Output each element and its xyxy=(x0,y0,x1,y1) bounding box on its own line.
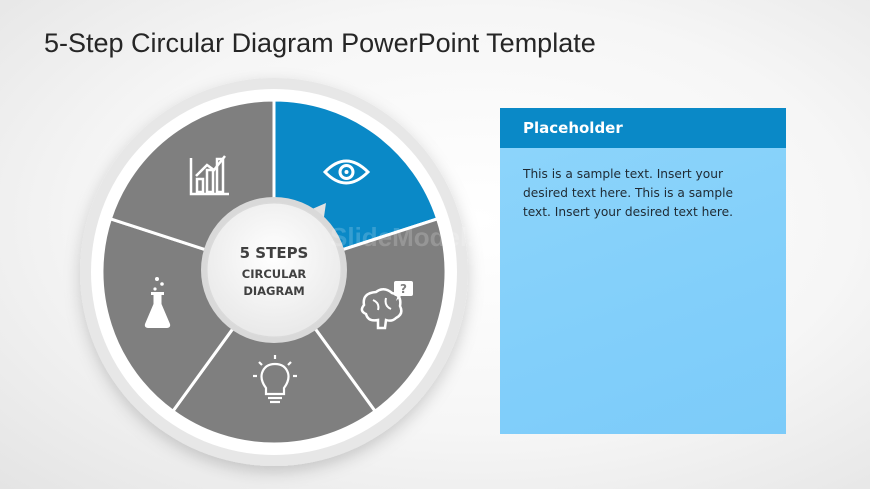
bar-chart-icon xyxy=(189,155,229,196)
center-line-1: 5 STEPS xyxy=(240,244,309,262)
eye-icon xyxy=(322,159,371,185)
panel-body-text: This is a sample text. Insert your desir… xyxy=(523,167,734,219)
flask-icon xyxy=(144,277,171,328)
panel-header: Placeholder xyxy=(500,108,786,148)
watermark: SlideModel.com xyxy=(330,222,528,252)
brain-question-icon: ? xyxy=(360,281,413,330)
center-hub: 5 STEPS CIRCULAR DIAGRAM xyxy=(201,197,347,343)
svg-text:?: ? xyxy=(400,282,407,296)
center-line-3: DIAGRAM xyxy=(243,284,304,298)
placeholder-panel: Placeholder This is a sample text. Inser… xyxy=(500,108,786,434)
lightbulb-icon xyxy=(253,355,297,404)
center-line-2: CIRCULAR xyxy=(242,267,307,281)
page-title: 5-Step Circular Diagram PowerPoint Templ… xyxy=(44,28,596,58)
